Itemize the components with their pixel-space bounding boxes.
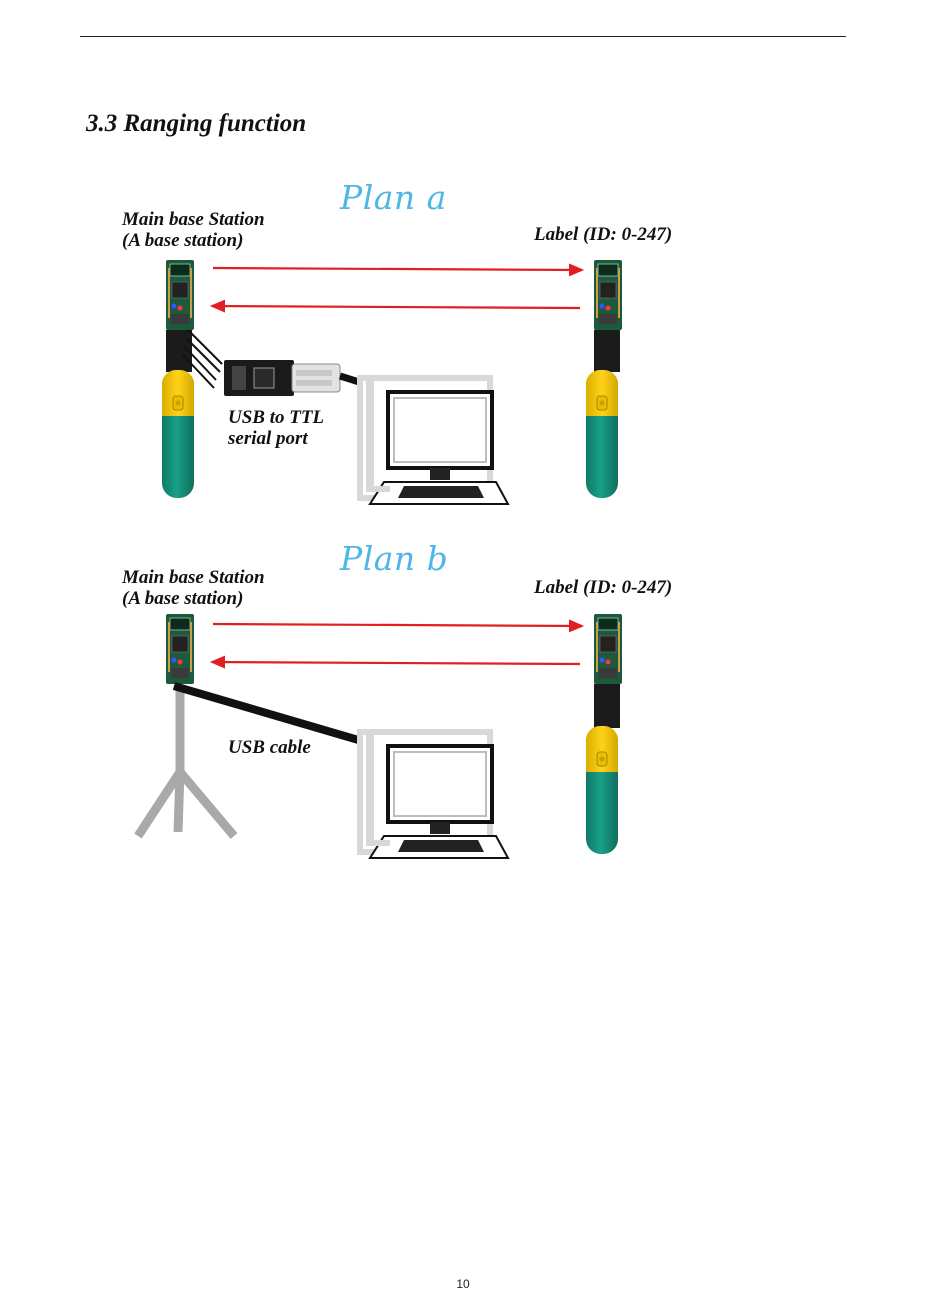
plan-a-main-station-line2: (A base station) [122, 230, 244, 251]
plan-a-base-station [161, 259, 195, 499]
plan-b-cable-label: USB cable [228, 737, 311, 758]
plan-a-title: Plan a [340, 178, 447, 217]
plan-b-main-station-line2: (A base station) [122, 588, 244, 609]
plan-a-main-station-line1: Main base Station [122, 209, 265, 230]
plan-a-adapter-label: USB to TTL serial port [228, 407, 324, 449]
plan-b-title: Plan b [340, 539, 449, 578]
plan-a-adapter-line1: USB to TTL [228, 407, 325, 428]
plan-b-tripod [134, 688, 238, 839]
plan-b-diagram [134, 613, 623, 858]
header-rule [80, 36, 846, 37]
plan-a-computer [360, 378, 508, 504]
plan-b-base-station [165, 613, 195, 685]
plan-b-usb-cable [172, 682, 374, 748]
plan-b-arrow-to-label [212, 619, 585, 633]
section-heading: 3.3 Ranging function [86, 110, 307, 137]
plan-a-wires [181, 329, 223, 389]
plan-a-arrow-to-label [212, 263, 585, 277]
page-number: 10 [456, 1277, 470, 1291]
plan-a-label-tag: Label (ID: 0-247) [534, 224, 673, 245]
plan-b-arrow-to-base [209, 655, 581, 669]
plan-a-usb-ttl-adapter [224, 360, 383, 396]
plan-a-arrow-to-base [209, 299, 581, 313]
plan-a-label-device [585, 259, 623, 499]
plan-b-main-station-label: Main base Station (A base station) [122, 567, 265, 609]
plan-b-label-tag: Label (ID: 0-247) [534, 577, 673, 598]
plan-b-computer [360, 732, 508, 858]
plan-b-label-device [585, 613, 623, 855]
plan-b-main-station-line1: Main base Station [122, 567, 265, 588]
plan-a-adapter-line2: serial port [228, 428, 308, 449]
plan-a-main-station-label: Main base Station (A base station) [122, 209, 265, 251]
plan-a-diagram [161, 259, 623, 504]
